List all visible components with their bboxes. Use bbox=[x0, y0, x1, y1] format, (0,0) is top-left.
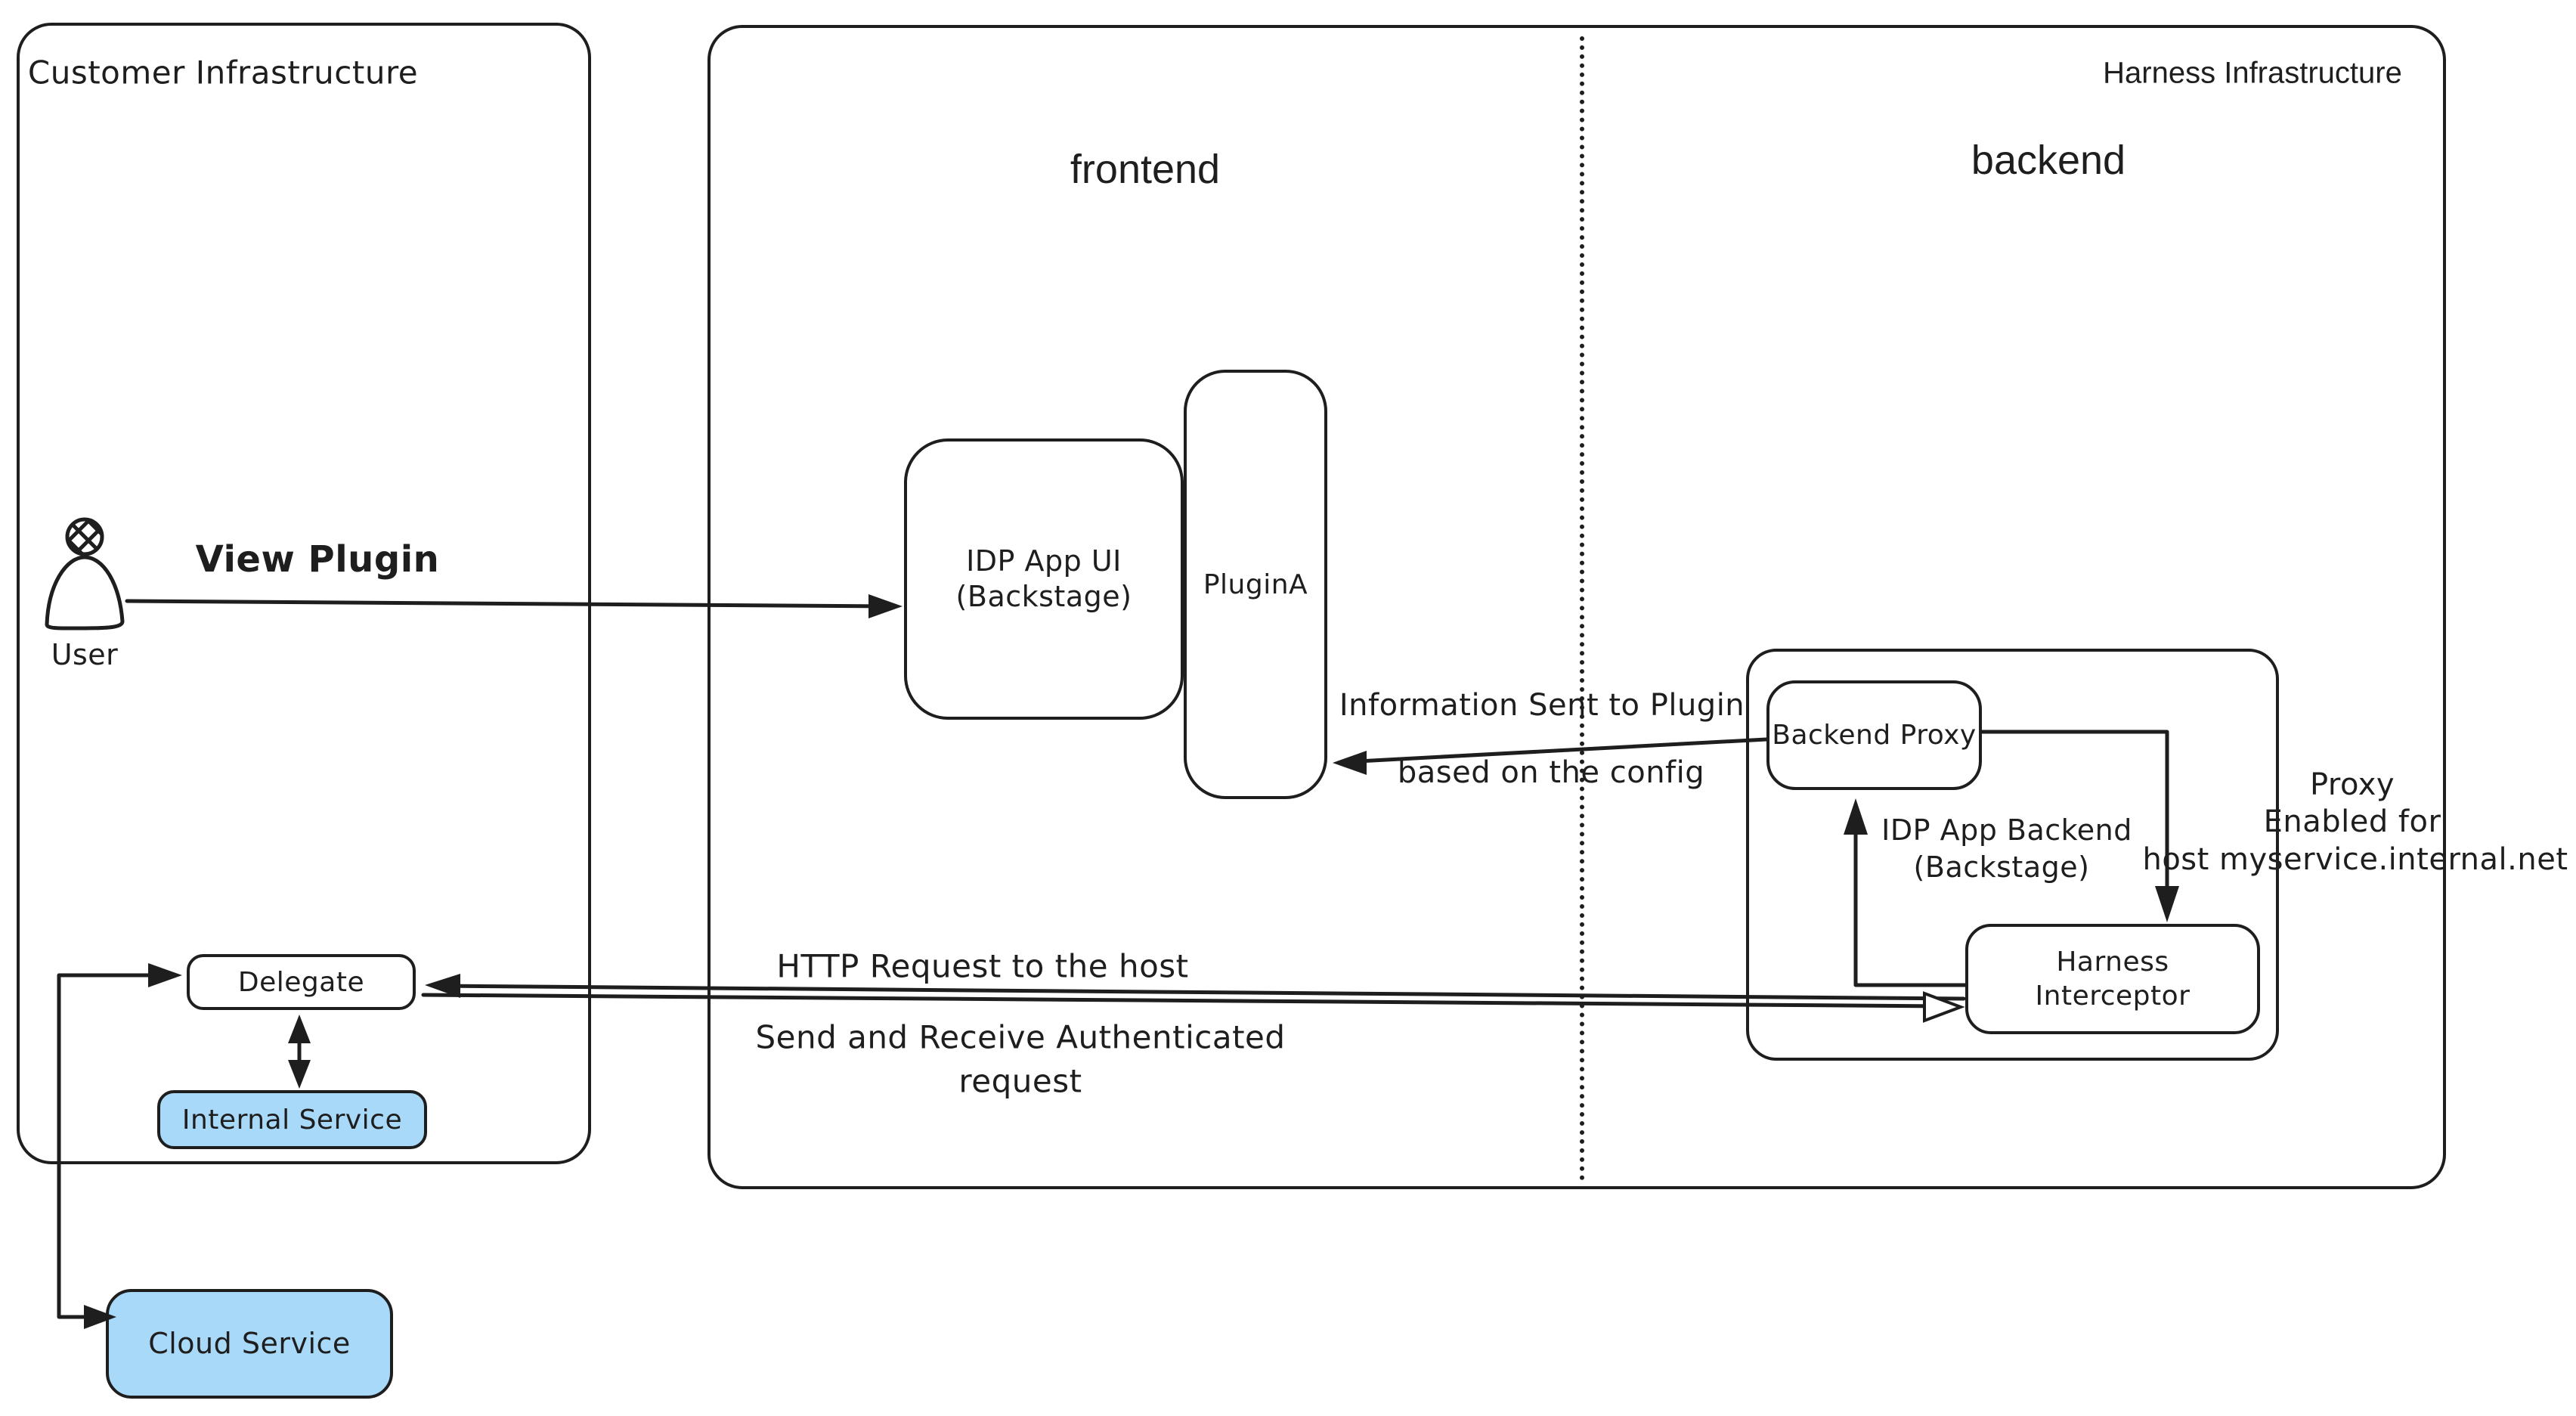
internal-service-label: Internal Service bbox=[181, 1104, 403, 1136]
node-delegate: Delegate bbox=[187, 954, 416, 1010]
backend-section-label: backend bbox=[1971, 138, 2126, 183]
node-harness-interceptor: Harness Interceptor bbox=[1965, 924, 2260, 1034]
harness-interceptor-label-line1: Harness bbox=[2056, 947, 2169, 978]
view-plugin-label: View Plugin bbox=[195, 538, 440, 581]
cloud-service-label: Cloud Service bbox=[148, 1326, 351, 1360]
harness-interceptor-label-line2: Interceptor bbox=[2035, 981, 2191, 1012]
node-idp-app-ui: IDP App UI (Backstage) bbox=[904, 438, 1184, 720]
frontend-backend-divider bbox=[1580, 36, 1584, 1181]
idp-app-backend-label-line2: (Backstage) bbox=[1913, 851, 2090, 884]
info-sent-label-line1: Information Sent to Plugin bbox=[1339, 688, 1745, 723]
proxy-enabled-label-line3: host myservice.internal.net bbox=[2142, 842, 2568, 877]
frontend-section-label: frontend bbox=[1070, 147, 1221, 192]
plugin-a-label: PluginA bbox=[1203, 569, 1308, 600]
http-request-label-line3: request bbox=[958, 1062, 1082, 1100]
node-plugin-a: PluginA bbox=[1184, 370, 1327, 799]
proxy-enabled-label-line2: Enabled for bbox=[2263, 804, 2441, 839]
idp-app-ui-label-line2: (Backstage) bbox=[955, 580, 1132, 613]
idp-app-ui-label-line1: IDP App UI bbox=[966, 544, 1122, 578]
backend-proxy-label: Backend Proxy bbox=[1772, 720, 1977, 751]
idp-app-backend-box bbox=[1746, 649, 2279, 1061]
idp-app-backend-label-line1: IDP App Backend bbox=[1881, 813, 2132, 847]
info-sent-label-line2: based on the config bbox=[1397, 755, 1705, 790]
customer-infrastructure-label: Customer Infrastructure bbox=[27, 54, 419, 91]
node-internal-service: Internal Service bbox=[157, 1090, 427, 1149]
http-request-label-line1: HTTP Request to the host bbox=[776, 947, 1189, 985]
customer-infrastructure-box bbox=[17, 23, 591, 1164]
user-label: User bbox=[51, 638, 119, 671]
harness-infrastructure-label: Harness Infrastructure bbox=[2103, 56, 2402, 90]
proxy-enabled-label-line1: Proxy bbox=[2309, 767, 2395, 802]
node-backend-proxy: Backend Proxy bbox=[1766, 680, 1982, 790]
http-request-label-line2: Send and Receive Authenticated bbox=[755, 1018, 1286, 1056]
node-cloud-service: Cloud Service bbox=[106, 1289, 393, 1399]
delegate-label: Delegate bbox=[237, 966, 365, 998]
